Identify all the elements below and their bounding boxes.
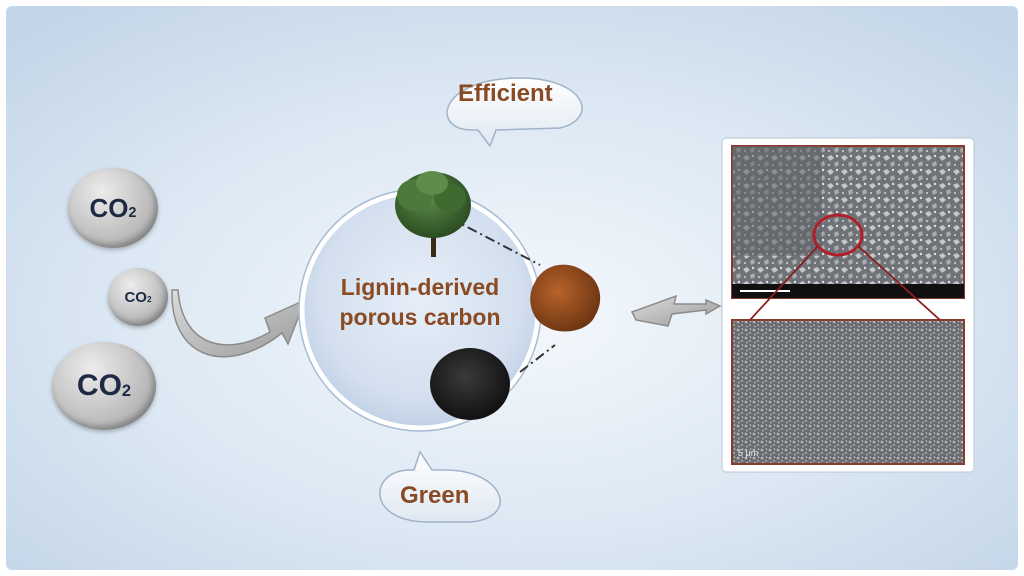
central-caption-line1: Lignin-derived (340, 274, 500, 300)
curved-arrow (171, 289, 307, 358)
porous-carbon-icon (430, 348, 510, 420)
green-label: Green (400, 482, 470, 509)
exchange-arrow (630, 294, 722, 327)
connector-line-bottom (519, 344, 556, 373)
sem-scale-label: 5 μm (738, 448, 759, 458)
central-caption: Lignin-derived porous carbon (305, 272, 535, 332)
lignin-powder-icon (530, 264, 601, 332)
zoom-line-left (749, 245, 819, 321)
efficient-bubble (446, 77, 583, 148)
efficient-label: Efficient (458, 80, 553, 107)
connector-line-top (449, 217, 541, 266)
tree-icon (395, 171, 471, 257)
zoom-line-right (857, 245, 941, 321)
zoom-region-marker (812, 213, 864, 257)
central-caption-line2: porous carbon (339, 304, 501, 330)
sem-image-high-mag (731, 319, 965, 465)
green-bubble (379, 450, 501, 523)
